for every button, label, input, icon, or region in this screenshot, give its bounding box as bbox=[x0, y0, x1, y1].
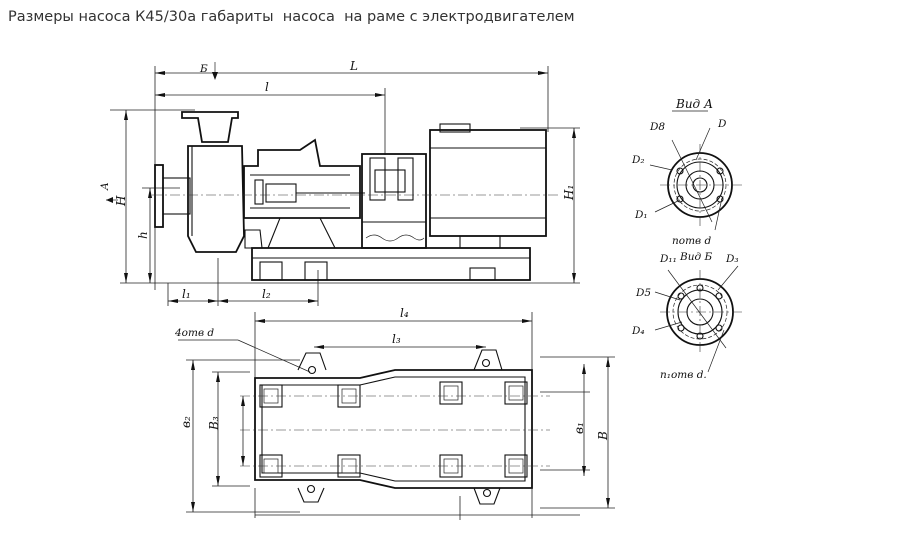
label-D11: D₁₁ bbox=[659, 253, 677, 265]
dim-l: l bbox=[265, 80, 269, 94]
top-view: l₄ l₃ 4отв d bbox=[174, 306, 615, 520]
dim-L: L bbox=[349, 59, 358, 73]
label-D8: D8 bbox=[649, 121, 665, 133]
view-b-marker: Б bbox=[199, 63, 208, 75]
side-view: L l Б A H h H₁ bbox=[99, 59, 580, 306]
page-title: Размеры насоса К45/30а габариты насоса н… bbox=[8, 9, 575, 25]
dim-h: h bbox=[136, 231, 150, 239]
holes-label: 4отв d bbox=[174, 327, 214, 339]
dim-H1: H₁ bbox=[562, 185, 576, 201]
label-D: D bbox=[717, 118, 727, 130]
dim-l2: l₂ bbox=[262, 287, 271, 301]
view-a: Вид А D8 D D₂ D₁ nотв d bbox=[631, 97, 742, 247]
dim-l4: l₄ bbox=[400, 306, 409, 320]
dim-B3: В₃ bbox=[207, 416, 221, 431]
label-D5: D5 bbox=[635, 287, 651, 299]
dim-B: В bbox=[596, 431, 610, 441]
label-holes-a: nотв d bbox=[672, 235, 711, 247]
view-b-title: Вид Б bbox=[679, 251, 712, 263]
label-D1: D₁ bbox=[634, 209, 648, 221]
view-a-title: Вид А bbox=[675, 97, 713, 111]
dim-b1: в₁ bbox=[572, 422, 586, 434]
view-a-marker: A bbox=[99, 182, 111, 191]
label-D3: D₃ bbox=[725, 253, 739, 265]
dim-H: H bbox=[114, 195, 128, 207]
label-D4: D₄ bbox=[631, 325, 645, 337]
view-b: D₁₁ Вид Б D₃ D5 D₄ n₁отв d. bbox=[631, 251, 742, 381]
dim-b2: в₂ bbox=[179, 416, 193, 428]
label-D2: D₂ bbox=[631, 154, 645, 166]
label-holes-b: n₁отв d. bbox=[660, 369, 707, 381]
dim-l1: l₁ bbox=[182, 287, 191, 301]
dim-l3: l₃ bbox=[392, 332, 401, 346]
